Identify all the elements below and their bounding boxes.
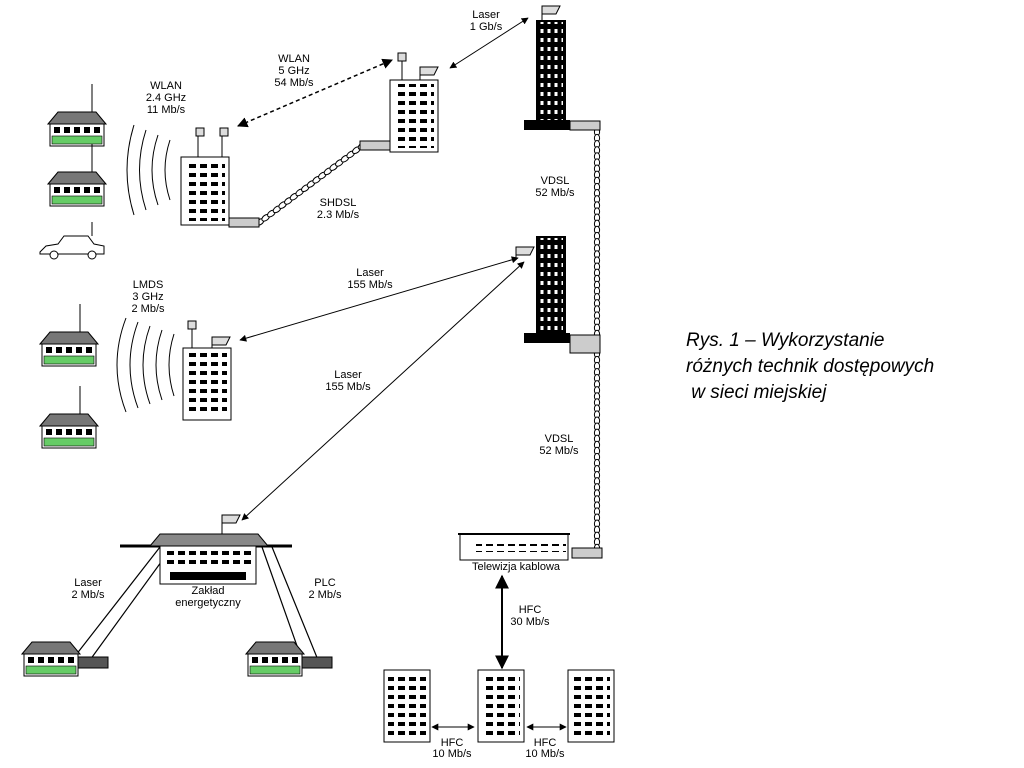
car-icon — [39, 222, 105, 260]
building-lmds — [182, 320, 232, 421]
laser-link-1gb — [449, 17, 529, 69]
house-icon — [20, 641, 82, 677]
caption-line-1: Rys. 1 – Wykorzystanie — [686, 330, 885, 351]
power-plant — [120, 514, 292, 585]
apartment-blocks — [383, 669, 615, 743]
links — [71, 17, 569, 731]
pole-right-a — [261, 546, 303, 661]
building-wlan-5 — [359, 52, 439, 153]
plc-boxes — [77, 656, 333, 669]
pole-left-a — [71, 546, 161, 661]
tower-middle — [515, 236, 601, 354]
house-icon — [46, 144, 108, 207]
house-icon — [244, 641, 306, 677]
building-wlan-24 — [180, 127, 260, 228]
tower-top — [524, 5, 601, 131]
cable-tv-station — [458, 533, 603, 561]
house-icon — [38, 386, 100, 449]
caption-line-3: w sieci miejskiej — [686, 382, 827, 403]
pole-right-b — [271, 546, 319, 661]
wlan-5ghz-link — [237, 58, 393, 128]
pole-left-b — [89, 546, 173, 661]
wireless-waves — [116, 124, 175, 413]
figure-caption: Rys. 1 – Wykorzystanie różnych technik d… — [686, 328, 986, 406]
house-icon — [38, 304, 100, 367]
house-icon — [46, 84, 108, 147]
houses — [20, 84, 306, 677]
label-telewizja: Telewizja kablowa — [472, 561, 561, 573]
laser-link-155-plant — [241, 261, 525, 521]
caption-line-2: różnych technik dostępowych — [686, 356, 935, 377]
copper-chains — [255, 127, 601, 553]
